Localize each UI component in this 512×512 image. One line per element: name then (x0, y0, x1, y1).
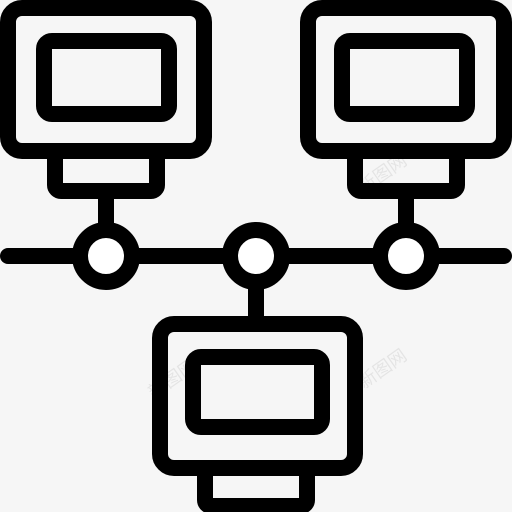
monitor-screen-bottom (185, 349, 330, 435)
monitor-screen-top-right (334, 33, 475, 122)
network-node-center (222, 222, 290, 290)
computer-top-right (300, 0, 512, 199)
computer-bottom (152, 316, 363, 512)
computer-top-left (0, 0, 212, 199)
network-nodes (72, 222, 440, 290)
monitor-stand-bottom (197, 460, 315, 512)
network-node-right (372, 222, 440, 290)
network-node-left (72, 222, 140, 290)
monitor-screen-top-left (36, 33, 177, 122)
